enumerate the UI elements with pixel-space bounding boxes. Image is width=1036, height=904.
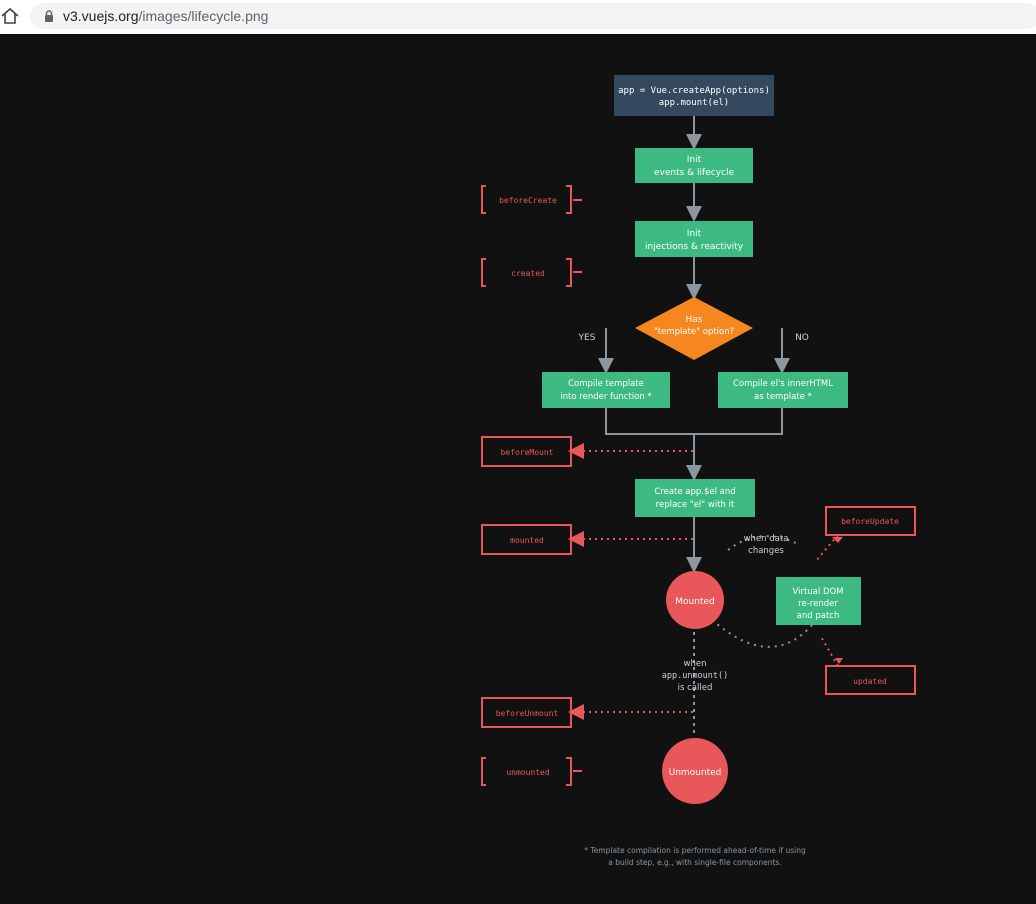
- svg-text:re-render: re-render: [798, 599, 838, 609]
- create-app-el-box: Create app.$el and replace "el" with it: [635, 479, 755, 517]
- svg-text:app.unmount(): app.unmount(): [662, 671, 729, 681]
- url-host: v3.vuejs.org: [63, 8, 139, 24]
- compile-el-box: Compile el's innerHTML as template *: [718, 372, 848, 408]
- svg-text:created: created: [511, 269, 545, 278]
- svg-text:as template *: as template *: [754, 392, 812, 402]
- svg-text:beforeMount: beforeMount: [501, 448, 554, 457]
- svg-text:beforeUnmount: beforeUnmount: [496, 709, 559, 718]
- url-field[interactable]: v3.vuejs.org/images/lifecycle.png: [30, 3, 1036, 29]
- init-injections-box: Init injections & reactivity: [635, 221, 753, 257]
- svg-text:when data: when data: [744, 534, 789, 544]
- init-events-box: Init events & lifecycle: [635, 148, 753, 183]
- template-compilation-footnote: * Template compilation is performed ahea…: [584, 846, 806, 867]
- url-text: v3.vuejs.org/images/lifecycle.png: [63, 8, 268, 24]
- svg-text:injections & reactivity: injections & reactivity: [645, 242, 744, 252]
- virtual-dom-box: Virtual DOM re-render and patch: [776, 577, 861, 625]
- svg-text:replace "el" with it: replace "el" with it: [656, 500, 735, 510]
- svg-text:Virtual DOM: Virtual DOM: [792, 587, 843, 597]
- svg-text:events & lifecycle: events & lifecycle: [654, 168, 734, 178]
- hook-updated: updated: [819, 634, 916, 695]
- no-label: NO: [795, 333, 809, 343]
- svg-text:a build step, e.g., with singl: a build step, e.g., with single-file com…: [608, 858, 781, 867]
- svg-text:beforeUpdate: beforeUpdate: [841, 517, 899, 526]
- svg-text:Compile template: Compile template: [568, 379, 644, 389]
- hook-before-mount: beforeMount: [481, 436, 693, 467]
- svg-text:mounted: mounted: [510, 536, 544, 545]
- hook-unmounted: unmounted: [481, 757, 582, 786]
- svg-text:* Template compilation is perf: * Template compilation is performed ahea…: [584, 846, 806, 855]
- when-unmount-label: when app.unmount() is called: [662, 659, 729, 693]
- svg-text:Has: Has: [686, 315, 703, 325]
- svg-text:beforeCreate: beforeCreate: [499, 196, 557, 205]
- compile-template-box: Compile template into render function *: [542, 372, 670, 408]
- when-data-changes-label: when data changes: [744, 534, 789, 556]
- hook-before-update: beforeUpdate: [814, 506, 916, 563]
- lock-icon: [45, 10, 53, 22]
- image-viewer: app = Vue.createApp(options) app.mount(e…: [0, 34, 1036, 904]
- svg-text:when: when: [684, 659, 707, 669]
- svg-text:updated: updated: [853, 677, 887, 686]
- flow-connectors: [598, 116, 813, 735]
- yes-label: YES: [578, 333, 596, 343]
- svg-text:Init: Init: [687, 229, 702, 239]
- svg-text:and patch: and patch: [797, 611, 840, 621]
- svg-text:Init: Init: [687, 155, 702, 165]
- hook-created: created: [481, 258, 582, 287]
- hook-before-create: beforeCreate: [481, 185, 582, 214]
- lifecycle-diagram: app = Vue.createApp(options) app.mount(e…: [481, 75, 916, 867]
- unmounted-state-circle: Unmounted: [662, 738, 728, 804]
- svg-text:into render function *: into render function *: [560, 392, 651, 402]
- hook-before-unmount: beforeUnmount: [481, 697, 693, 728]
- svg-text:Create app.$el and: Create app.$el and: [654, 487, 735, 497]
- svg-text:"template" option?: "template" option?: [654, 327, 734, 337]
- svg-text:Unmounted: Unmounted: [669, 768, 722, 778]
- hook-mounted: mounted: [481, 524, 693, 555]
- svg-text:Mounted: Mounted: [675, 597, 714, 607]
- svg-text:is called: is called: [678, 683, 713, 693]
- template-decision: Has "template" option?: [635, 297, 753, 360]
- app-create-line2: app.mount(el): [659, 98, 729, 108]
- mounted-state-circle: Mounted: [666, 571, 724, 629]
- svg-text:changes: changes: [748, 546, 784, 556]
- svg-text:Compile el's innerHTML: Compile el's innerHTML: [733, 379, 833, 389]
- app-create-line1: app = Vue.createApp(options): [618, 86, 770, 96]
- browser-address-bar: v3.vuejs.org/images/lifecycle.png: [0, 0, 1036, 35]
- app-create-box: app = Vue.createApp(options) app.mount(e…: [614, 75, 774, 116]
- svg-text:unmounted: unmounted: [506, 768, 550, 777]
- url-path: /images/lifecycle.png: [138, 8, 269, 24]
- home-icon[interactable]: [0, 6, 20, 26]
